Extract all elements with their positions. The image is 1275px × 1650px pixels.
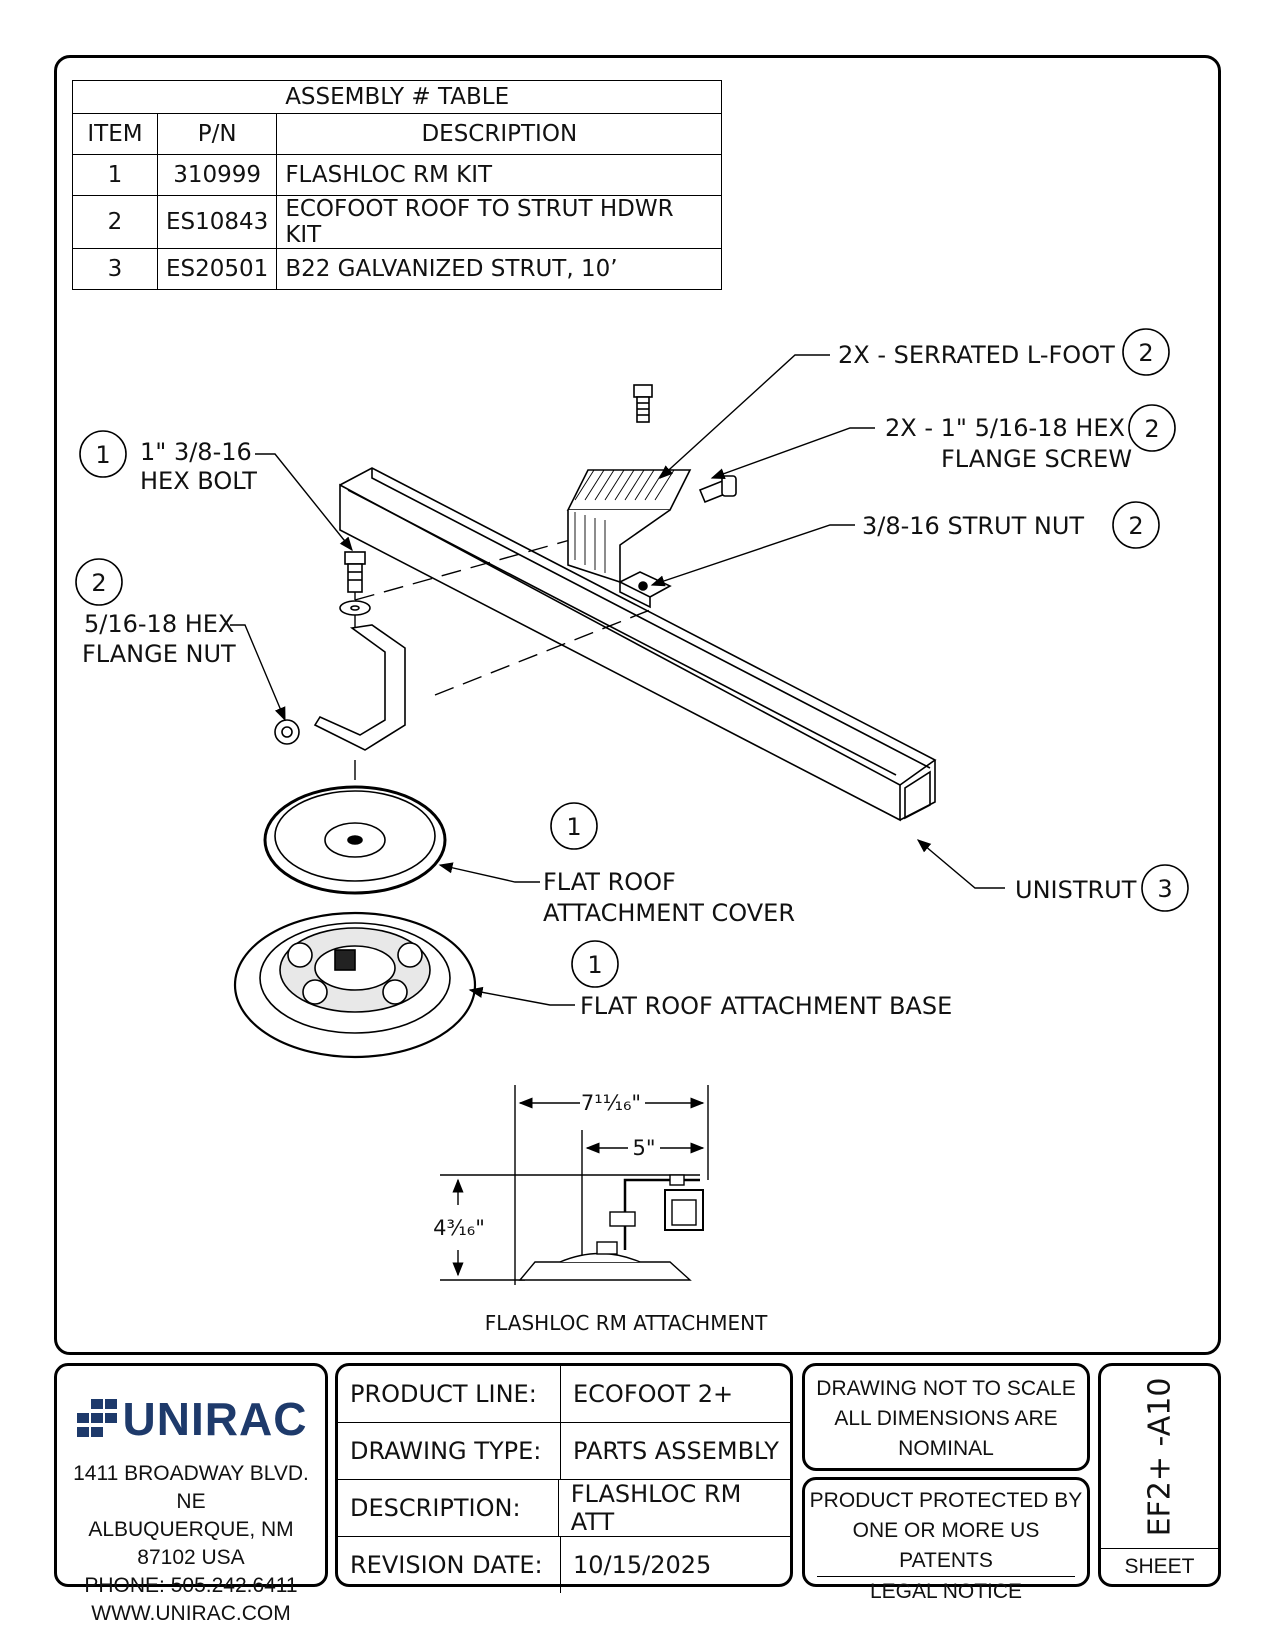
hex-bolt-balloon: 1 bbox=[95, 441, 110, 469]
width-dim: 5" bbox=[632, 1136, 655, 1160]
flange-screw-label: 2X - 1" 5/16-18 HEX bbox=[885, 414, 1125, 442]
row-description: ECOFOOT ROOF TO STRUT HDWR KIT bbox=[276, 195, 723, 249]
table-row: 2 ES10843 ECOFOOT ROOF TO STRUT HDWR KIT bbox=[72, 195, 723, 249]
strut-nut-balloon: 2 bbox=[1128, 512, 1143, 540]
attachment-cover bbox=[263, 785, 447, 895]
table-row: 3 ES20501 B22 GALVANIZED STRUT, 10’ bbox=[72, 248, 723, 290]
row-description: FLASHLOC RM KIT bbox=[276, 154, 723, 196]
header-pn: P/N bbox=[156, 113, 278, 155]
unirac-logo-icon bbox=[76, 1399, 117, 1437]
strut-nut-label: 3/8-16 STRUT NUT bbox=[862, 512, 1084, 540]
legal-notice: LEGAL NOTICE bbox=[869, 1580, 1023, 1603]
scale-note-line-2: ALL DIMENSIONS ARE bbox=[834, 1407, 1058, 1430]
hex-bolt bbox=[339, 551, 371, 616]
drawing-type-label: DRAWING TYPE: bbox=[338, 1423, 561, 1479]
product-line-row: PRODUCT LINE: ECOFOOT 2+ bbox=[338, 1366, 790, 1423]
row-description: B22 GALVANIZED STRUT, 10’ bbox=[276, 248, 723, 290]
attachment-base bbox=[233, 911, 477, 1059]
title-block: PRODUCT LINE: ECOFOOT 2+ DRAWING TYPE: P… bbox=[335, 1363, 793, 1593]
hex-screw-top bbox=[633, 384, 653, 423]
assembly-drawing: 2X - SERRATED L-FOOT 2 2X - 1" 5/16-18 H… bbox=[75, 328, 1189, 1335]
flange-nut bbox=[274, 719, 300, 745]
base-label: FLAT ROOF ATTACHMENT BASE bbox=[580, 992, 952, 1020]
company-address-1: 1411 BROADWAY BLVD. NE bbox=[73, 1462, 309, 1513]
lfoot-balloon: 2 bbox=[1138, 339, 1153, 367]
company-block: UNIRAC 1411 BROADWAY BLVD. NE ALBUQUERQU… bbox=[54, 1363, 328, 1625]
view-caption: FLASHLOC RM ATTACHMENT bbox=[485, 1311, 768, 1335]
patent-note: PRODUCT PROTECTED BY ONE OR MORE US PATE… bbox=[802, 1477, 1090, 1603]
left-l-foot bbox=[313, 624, 406, 751]
company-address-2: ALBUQUERQUE, NM 87102 USA bbox=[88, 1518, 294, 1569]
description-label: DESCRIPTION: bbox=[338, 1480, 559, 1536]
product-line-value: ECOFOOT 2+ bbox=[573, 1380, 734, 1408]
height-dim: 4³⁄₁₆" bbox=[433, 1216, 485, 1240]
cover-label: FLAT ROOF bbox=[543, 868, 676, 896]
description-value: FLASHLOC RM ATT bbox=[570, 1480, 742, 1536]
row-item: 3 bbox=[72, 248, 158, 290]
flange-screw-balloon: 2 bbox=[1144, 415, 1159, 443]
patent-note-line-1: PRODUCT PROTECTED BY bbox=[809, 1489, 1083, 1512]
scale-note: DRAWING NOT TO SCALE ALL DIMENSIONS ARE … bbox=[802, 1363, 1090, 1471]
scale-note-line-3: NOMINAL bbox=[898, 1437, 994, 1460]
lfoot-label: 2X - SERRATED L-FOOT bbox=[838, 341, 1115, 369]
flange-screw bbox=[698, 475, 737, 504]
row-pn: 310999 bbox=[156, 154, 278, 196]
hex-bolt-label-2: HEX BOLT bbox=[140, 467, 257, 495]
patent-note-line-2: ONE OR MORE US PATENTS bbox=[817, 1516, 1075, 1577]
side-view bbox=[440, 1085, 709, 1285]
base-balloon: 1 bbox=[587, 951, 602, 979]
unistrut-channel bbox=[339, 467, 937, 822]
header-description: DESCRIPTION bbox=[276, 113, 723, 155]
table-row: 1 310999 FLASHLOC RM KIT bbox=[72, 154, 723, 196]
revision-label: REVISION DATE: bbox=[338, 1537, 561, 1593]
revision-value: 10/15/2025 bbox=[573, 1551, 712, 1579]
cover-label-2: ATTACHMENT COVER bbox=[543, 899, 795, 927]
revision-row: REVISION DATE: 10/15/2025 bbox=[338, 1537, 790, 1593]
flange-nut-balloon: 2 bbox=[91, 569, 106, 597]
unistrut-label: UNISTRUT bbox=[1015, 876, 1137, 904]
scale-note-line-1: DRAWING NOT TO SCALE bbox=[816, 1377, 1076, 1400]
row-pn: ES20501 bbox=[156, 248, 278, 290]
company-name: UNIRAC bbox=[122, 1393, 308, 1445]
row-item: 2 bbox=[72, 195, 158, 249]
product-line-label: PRODUCT LINE: bbox=[338, 1366, 561, 1422]
row-item: 1 bbox=[72, 154, 158, 196]
drawing-type-row: DRAWING TYPE: PARTS ASSEMBLY bbox=[338, 1423, 790, 1480]
unistrut-balloon: 3 bbox=[1157, 875, 1172, 903]
sheet-number: EF2+ -A10 bbox=[1142, 1377, 1177, 1537]
company-web: WWW.UNIRAC.COM bbox=[91, 1602, 291, 1625]
serrated-l-foot bbox=[566, 469, 692, 584]
description-row: DESCRIPTION: FLASHLOC RM ATT bbox=[338, 1480, 790, 1537]
drawing-type-value: PARTS ASSEMBLY bbox=[573, 1437, 779, 1465]
flange-nut-label: 5/16-18 HEX bbox=[84, 610, 234, 638]
company-logo: UNIRAC bbox=[57, 1392, 325, 1446]
sheet-label: SHEET bbox=[1124, 1555, 1195, 1578]
assembly-table: ASSEMBLY # TABLE ITEM P/N DESCRIPTION 1 … bbox=[71, 80, 723, 290]
sheet-block: EF2+ -A10 SHEET bbox=[1098, 1363, 1221, 1587]
flange-nut-label-2: FLANGE NUT bbox=[82, 640, 236, 668]
cover-balloon: 1 bbox=[566, 813, 581, 841]
strut-nut bbox=[618, 571, 672, 609]
flange-screw-label-2: FLANGE SCREW bbox=[941, 445, 1132, 473]
overall-width-dim: 7¹¹⁄₁₆" bbox=[581, 1091, 641, 1115]
company-phone: PHONE: 505.242.6411 bbox=[84, 1574, 298, 1597]
hex-bolt-label: 1" 3/8-16 bbox=[140, 438, 252, 466]
